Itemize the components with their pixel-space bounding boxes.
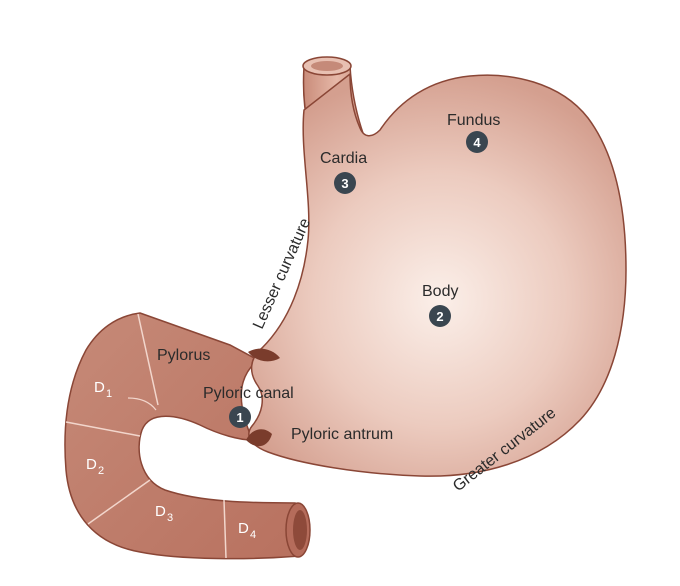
duodenum-label-d3: D 3	[155, 503, 173, 524]
pyloric-antrum-label: Pyloric antrum	[291, 426, 393, 443]
marker-4: 4	[466, 131, 488, 153]
body-label: Body	[422, 283, 458, 300]
pyloric-sphincter-upper	[248, 348, 280, 362]
marker-3: 3	[334, 172, 356, 194]
pyloric-canal-label: Pyloric canal	[203, 385, 294, 402]
svg-text:1: 1	[236, 410, 243, 425]
pyloric-sphincter-lower	[246, 429, 272, 447]
duodenum-body	[64, 312, 301, 560]
cardia-label: Cardia	[320, 150, 367, 167]
duodenum-lumen	[293, 510, 307, 550]
d1-leader-line	[127, 397, 157, 411]
svg-text:2: 2	[436, 309, 443, 324]
duodenum-divider	[87, 479, 151, 525]
marker-2: 2	[429, 305, 451, 327]
svg-text:1: 1	[106, 388, 112, 400]
pylorus-label: Pylorus	[157, 347, 210, 364]
duodenum-label-d2: D 2	[86, 456, 104, 477]
svg-text:2: 2	[98, 465, 104, 477]
duodenum-label-d1: D 1	[94, 379, 112, 400]
svg-text:D: D	[86, 456, 97, 473]
duodenum-divider	[223, 499, 227, 559]
svg-text:4: 4	[250, 529, 256, 541]
svg-text:D: D	[155, 503, 166, 520]
stomach	[248, 72, 627, 477]
svg-text:3: 3	[167, 512, 173, 524]
duodenum-divider	[65, 421, 141, 437]
esophagus-lumen	[311, 61, 343, 71]
marker-1: 1	[229, 406, 251, 428]
svg-text:D: D	[94, 379, 105, 396]
svg-text:4: 4	[473, 135, 481, 150]
svg-text:D: D	[238, 520, 249, 537]
svg-text:3: 3	[341, 176, 348, 191]
duodenum-divider	[137, 313, 159, 406]
duodenum-label-d4: D 4	[238, 520, 256, 541]
fundus-label: Fundus	[447, 112, 500, 129]
